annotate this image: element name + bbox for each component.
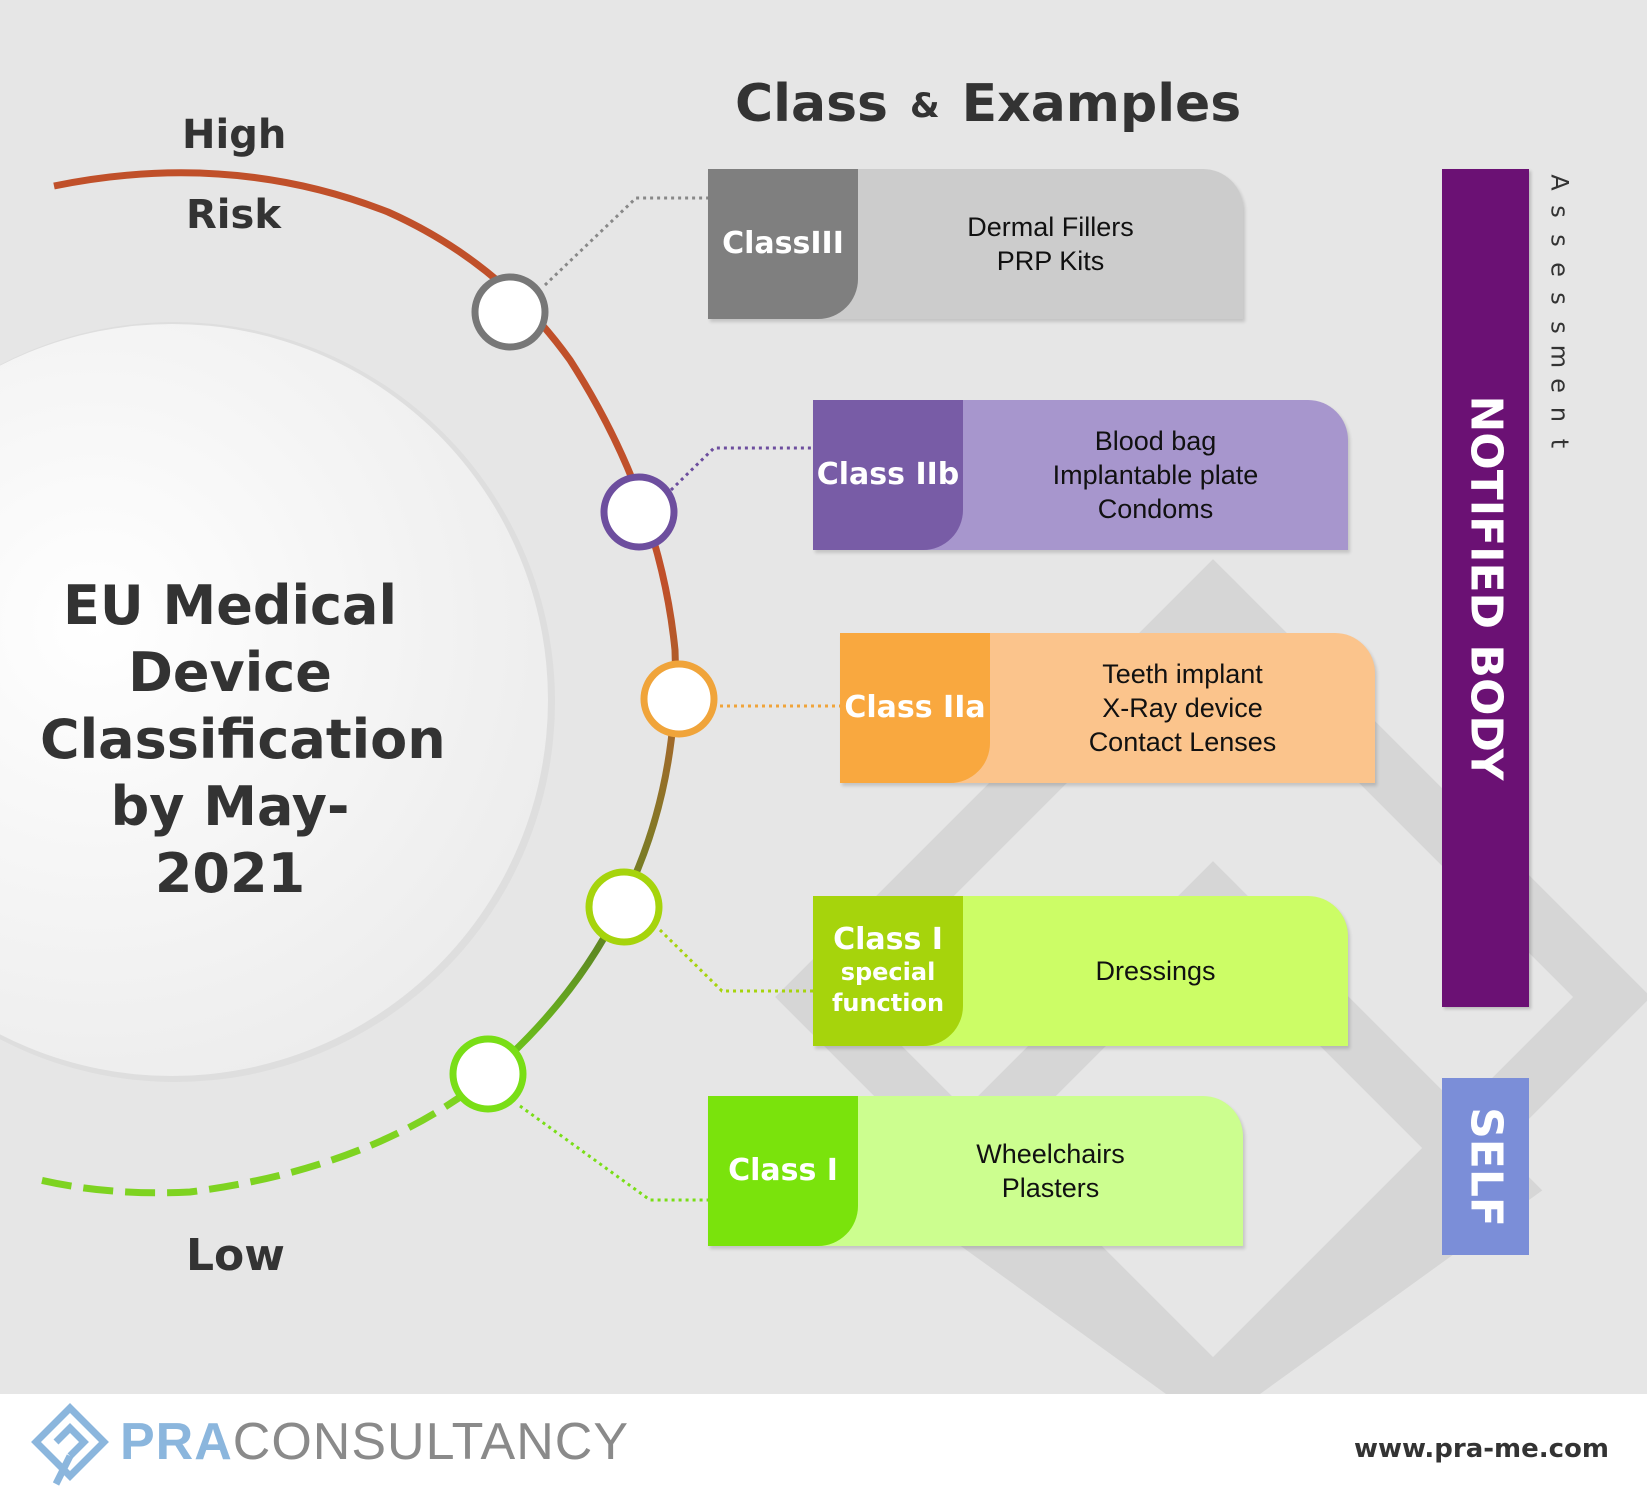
notified-body-label: NOTIFIED BODY xyxy=(1460,395,1511,781)
connectors xyxy=(519,196,840,1202)
center-title-line: by May-2021 xyxy=(110,775,350,905)
assessment-letter: s xyxy=(1545,205,1574,218)
section-heading: Class&Examples xyxy=(735,74,1241,134)
center-circle xyxy=(0,324,548,1076)
class-label: Class I xyxy=(708,1096,858,1246)
example-item: Wheelchairs xyxy=(976,1139,1125,1169)
notified-body-bar: NOTIFIED BODY xyxy=(1442,169,1529,1007)
class-label: ClassIII xyxy=(708,169,858,319)
center-title-line: Classification xyxy=(40,708,446,771)
website-link[interactable]: www.pra-me.com xyxy=(1353,1434,1609,1464)
heading-class: Class xyxy=(735,74,888,134)
heading-examples: Examples xyxy=(961,74,1242,134)
center-title: EU Medical Device Classification by May-… xyxy=(40,572,446,907)
risk-node xyxy=(471,273,549,351)
risk-high-label: High xyxy=(182,112,287,158)
class-name: Class IIb xyxy=(816,457,960,492)
risk-node xyxy=(585,868,663,946)
logo-consultancy: CONSULTANCY xyxy=(232,1413,630,1471)
example-item: PRP Kits xyxy=(996,246,1105,276)
risk-node xyxy=(640,660,718,738)
risk-arc-dashed xyxy=(39,1087,473,1197)
example-item: Blood bag xyxy=(1094,426,1217,456)
assessment-letter: n xyxy=(1545,406,1574,423)
risk-low-label: Low xyxy=(186,1230,285,1281)
class-examples: Dressings xyxy=(963,896,1348,1046)
assessment-letter: A xyxy=(1545,174,1574,191)
example-item: X-Ray device xyxy=(1102,693,1263,723)
assessment-letter: s xyxy=(1545,234,1574,247)
logo-pra: PRA xyxy=(120,1413,233,1471)
example-item: Teeth implant xyxy=(1102,659,1263,689)
assessment-letter: e xyxy=(1545,378,1574,393)
assessment-letter: s xyxy=(1545,292,1574,305)
center-title-line: Device xyxy=(128,641,332,704)
class-subtitle: special function xyxy=(831,958,945,1017)
self-label: SELF xyxy=(1460,1106,1511,1227)
class-label: Class IIa xyxy=(840,633,990,783)
assessment-letter: t xyxy=(1545,438,1574,449)
example-item: Dressings xyxy=(1095,956,1216,986)
assessment-letter: s xyxy=(1545,321,1574,334)
pra-logo-icon xyxy=(31,1403,109,1486)
class-name: ClassIII xyxy=(722,226,844,261)
center-title-line: EU Medical xyxy=(62,574,398,637)
risk-nodes xyxy=(449,273,718,1113)
risk-node xyxy=(600,473,678,551)
company-logo-text: PRACONSULTANCY xyxy=(120,1412,629,1472)
assessment-letter: e xyxy=(1545,262,1574,277)
risk-node xyxy=(449,1035,527,1113)
background-graphics xyxy=(0,169,1647,1394)
risk-label: Risk xyxy=(186,192,281,238)
class-label: Class IIb xyxy=(813,400,963,550)
example-item: Implantable plate xyxy=(1052,460,1259,490)
class-name: Class IIa xyxy=(844,690,986,725)
example-item: Contact Lenses xyxy=(1088,727,1277,757)
example-item: Dermal Fillers xyxy=(967,212,1134,242)
class-name: Class I xyxy=(833,922,943,957)
footer: PRACONSULTANCY www.pra-me.com xyxy=(0,1394,1647,1500)
class-name: Class I xyxy=(728,1153,838,1188)
heading-ampersand: & xyxy=(909,86,940,126)
self-bar: SELF xyxy=(1442,1078,1529,1255)
example-item: Plasters xyxy=(1001,1173,1100,1203)
example-item: Condoms xyxy=(1097,494,1214,524)
assessment-letter: m xyxy=(1545,344,1574,369)
